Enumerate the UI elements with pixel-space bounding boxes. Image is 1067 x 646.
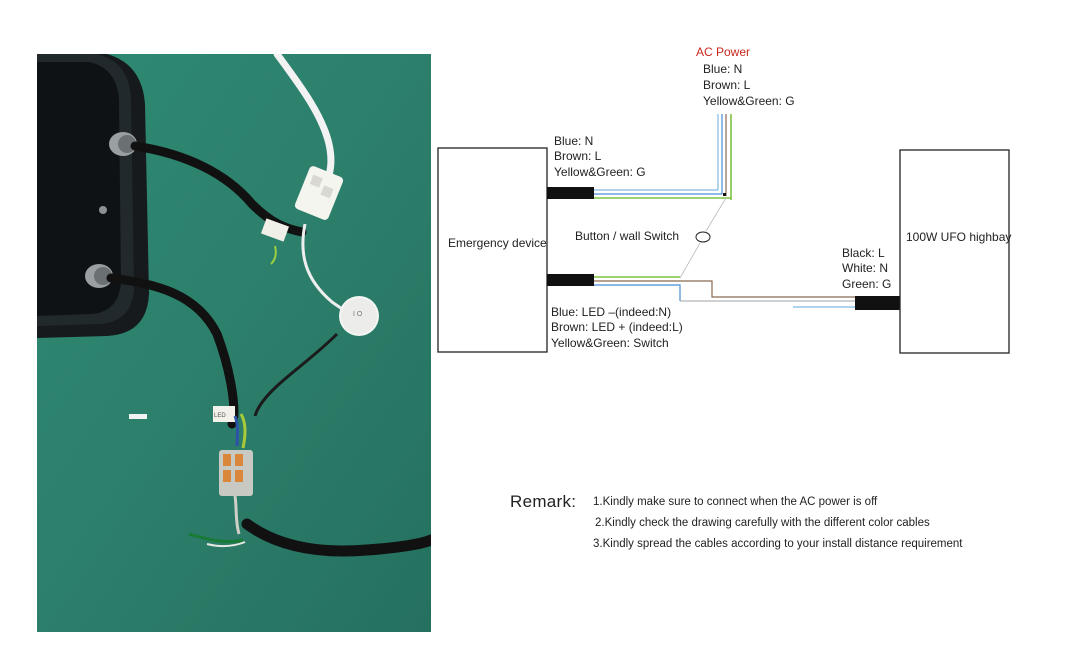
black-cable-bottom	[106, 273, 239, 429]
emergency-device-label: Emergency device	[448, 236, 547, 250]
output-wire-brown	[594, 280, 855, 298]
blue-strand	[233, 415, 239, 447]
emergency-input-line-2: Brown: L	[554, 149, 602, 163]
remark-item-2: 2.Kindly check the drawing carefully wit…	[595, 517, 930, 529]
switch-symbol	[695, 231, 711, 243]
highbay-input-connector	[855, 296, 900, 310]
emergency-input-line-3: Yellow&Green: G	[554, 165, 646, 179]
green-yellow-strand	[270, 245, 277, 265]
lower-wires	[233, 495, 241, 535]
emergency-device-housing	[37, 54, 149, 338]
emergency-output-line-1: Blue: LED –(indeed:N)	[551, 305, 671, 319]
ac-power-line-1: Blue: N	[703, 62, 742, 76]
switch-link-bottom	[679, 242, 701, 279]
highbay-input-line-2: White: N	[842, 261, 888, 275]
ac-power-line-3: Yellow&Green: G	[703, 94, 795, 108]
emergency-input-connector	[547, 187, 594, 199]
lever-connector	[219, 450, 253, 496]
push-switch: I O	[339, 296, 379, 336]
yellow-green-strand	[239, 413, 247, 449]
highbay-box	[899, 149, 1010, 354]
white-wire-lower	[206, 541, 246, 548]
ac-power-title: AC Power	[696, 45, 750, 59]
white-cable-mains	[273, 54, 335, 184]
highbay-label: 100W UFO highbay	[906, 230, 1011, 244]
switch-lead	[253, 332, 339, 417]
led-tag-text: LED	[214, 413, 226, 419]
remark-item-3: 3.Kindly spread the cables according to …	[593, 538, 963, 550]
black-cable-lower	[241, 518, 431, 557]
remark-title: Remark:	[510, 492, 577, 511]
emergency-output-line-2: Brown: LED + (indeed:L)	[551, 320, 683, 334]
emergency-output-line-3: Yellow&Green: Switch	[551, 336, 669, 350]
switch-link-top	[705, 197, 727, 232]
led-tag: LED	[213, 406, 235, 422]
highbay-input-line-3: Green: G	[842, 277, 891, 291]
emergency-output-connector	[547, 274, 594, 286]
top-terminal-block	[294, 166, 344, 220]
white-tab	[129, 414, 147, 419]
green-wire-lower	[188, 532, 244, 544]
top-label-tag	[260, 218, 290, 242]
remark-item-1: 1.Kindly make sure to connect when the A…	[593, 496, 878, 508]
output-wire-blue	[594, 284, 681, 301]
emergency-input-line-1: Blue: N	[554, 134, 593, 148]
housing-screw	[99, 206, 107, 214]
switch-label: Button / wall Switch	[575, 229, 679, 243]
wiring-photo: I O LED	[37, 54, 431, 632]
switch-marking: I O	[353, 311, 363, 318]
junction-dot	[723, 193, 726, 196]
emergency-device-box	[437, 147, 548, 353]
highbay-input-line-1: Black: L	[842, 246, 885, 260]
ac-power-line-2: Brown: L	[703, 78, 751, 92]
